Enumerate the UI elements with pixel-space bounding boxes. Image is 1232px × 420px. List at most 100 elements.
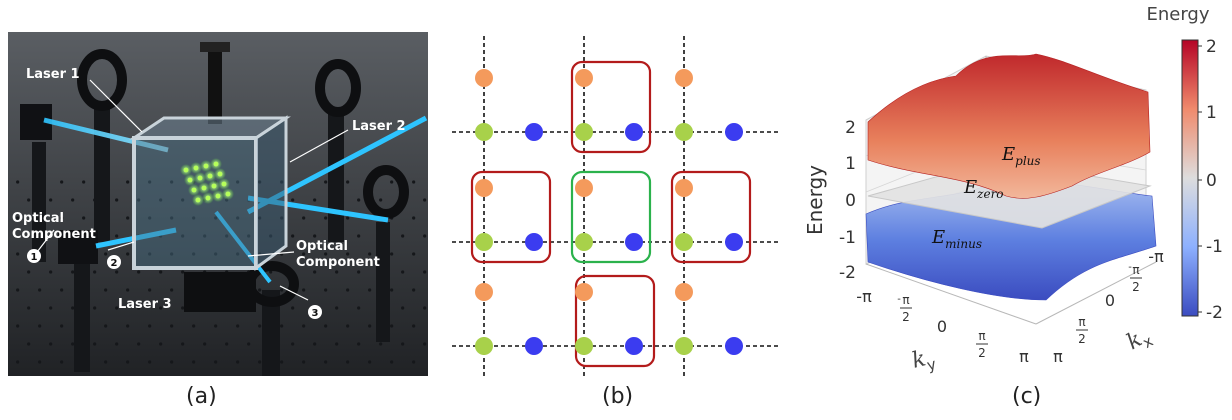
site-a [675, 69, 693, 87]
table-hole [247, 342, 251, 346]
laser-3-label: Laser 3 [118, 297, 172, 312]
atom [195, 197, 201, 203]
unit-cell-boxes [470, 60, 752, 368]
label-e-zero: Ezero [963, 177, 1004, 201]
table-hole [126, 324, 130, 328]
table-hole [38, 360, 42, 364]
table-hole [401, 342, 405, 346]
z-axis-label: Energy [803, 165, 827, 235]
svg-text:2: 2 [111, 258, 118, 269]
table-hole [357, 342, 361, 346]
atom [215, 193, 221, 199]
table-hole [390, 324, 394, 328]
table-hole [423, 198, 427, 202]
table-hole [71, 270, 75, 274]
atom [183, 167, 189, 173]
svg-text:0: 0 [937, 317, 947, 336]
table-hole [236, 252, 240, 256]
table-hole [335, 306, 339, 310]
site-c [625, 123, 643, 141]
colorbar-title: Energy [1146, 4, 1209, 25]
colorbar-ticks: 2 1 0 -1 -2 [1198, 37, 1223, 323]
svg-text:1: 1 [845, 154, 856, 174]
surface-e-plus [867, 53, 1151, 199]
table-hole [324, 252, 328, 256]
table-hole [313, 234, 317, 238]
laser-2-label: Laser 2 [352, 119, 406, 134]
table-hole [71, 198, 75, 202]
table-hole [159, 306, 163, 310]
table-hole [203, 342, 207, 346]
lattice-sites [475, 69, 743, 355]
svg-text:2: 2 [1132, 280, 1140, 294]
site-a [475, 283, 493, 301]
svg-text:1: 1 [31, 252, 38, 263]
table-hole [71, 306, 75, 310]
site-a [575, 283, 593, 301]
table-hole [159, 270, 163, 274]
colorbar [1181, 39, 1199, 317]
table-hole [214, 252, 218, 256]
table-hole [82, 216, 86, 220]
table-hole [170, 360, 174, 364]
table-hole [401, 234, 405, 238]
atom [191, 187, 197, 193]
table-hole [60, 180, 64, 184]
site-a [475, 179, 493, 197]
unit-cell-box-left [470, 170, 552, 264]
table-hole [115, 342, 119, 346]
table-hole [115, 270, 119, 274]
svg-text:π: π [1019, 347, 1029, 366]
panel-b-lattice-diagram [452, 36, 778, 376]
table-hole [159, 342, 163, 346]
table-hole [49, 198, 53, 202]
table-hole [159, 198, 163, 202]
table-hole [258, 324, 262, 328]
svg-text:2: 2 [1206, 37, 1217, 57]
table-hole [148, 180, 152, 184]
table-hole [38, 288, 42, 292]
unit-cell-box-center [570, 170, 652, 264]
table-hole [236, 360, 240, 364]
table-hole [181, 234, 185, 238]
table-hole [126, 252, 130, 256]
table-hole [181, 342, 185, 346]
svg-text:-π: -π [856, 287, 872, 306]
table-hole [302, 288, 306, 292]
table-hole [324, 288, 328, 292]
table-hole [313, 270, 317, 274]
table-hole [49, 342, 53, 346]
laser-1-label: Laser 1 [26, 67, 80, 82]
site-b [475, 233, 493, 251]
site-a [675, 179, 693, 197]
table-hole [412, 216, 416, 220]
site-b [575, 337, 593, 355]
table-hole [412, 360, 416, 364]
table-hole [93, 270, 97, 274]
table-hole [49, 306, 53, 310]
table-hole [115, 234, 119, 238]
table-hole [291, 306, 295, 310]
svg-text:2: 2 [978, 346, 986, 360]
table-hole [104, 360, 108, 364]
kx-axis-label: kx [1123, 322, 1157, 358]
table-hole [280, 288, 284, 292]
table-hole [27, 342, 31, 346]
svg-text:π: π [902, 293, 909, 307]
atom [193, 165, 199, 171]
table-hole [423, 270, 427, 274]
svg-text:-: - [1128, 262, 1132, 273]
table-hole [302, 360, 306, 364]
table-hole [291, 342, 295, 346]
table-hole [357, 198, 361, 202]
table-hole [181, 198, 185, 202]
table-hole [27, 306, 31, 310]
unit-cell-box-right [670, 170, 752, 264]
site-b [575, 233, 593, 251]
panel-a-illustration: Laser 1 Laser 2 Laser 3 Optical Componen… [8, 32, 428, 376]
svg-text:0: 0 [845, 191, 856, 211]
label-e-minus: Eminus [931, 227, 982, 251]
table-hole [313, 342, 317, 346]
table-hole [126, 180, 130, 184]
svg-text:2: 2 [1078, 332, 1086, 346]
